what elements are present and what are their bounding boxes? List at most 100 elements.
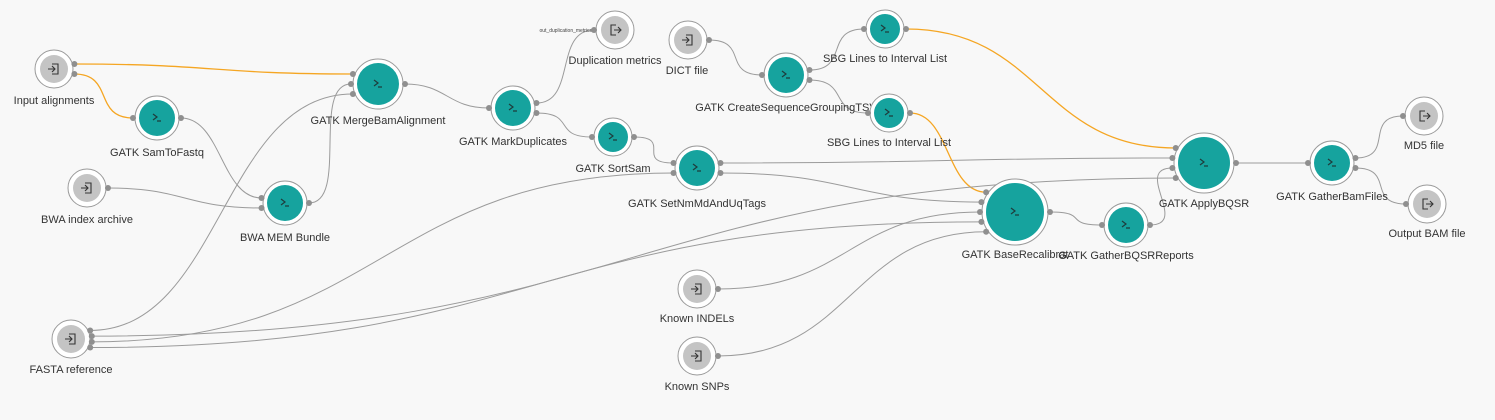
input-port-md5_file[interactable] <box>1400 113 1406 119</box>
input-port-output_bam_file[interactable] <box>1403 201 1409 207</box>
input-port-gatk_markduplicates[interactable] <box>486 105 492 111</box>
node-bwa-mem-bundle[interactable]: BWA MEM Bundle <box>240 180 330 244</box>
output-port-gatk_markduplicates[interactable] <box>533 110 540 116</box>
edge-gatk_markduplicates-to-gatk_sortsam[interactable] <box>536 112 593 138</box>
edge-dict_file-to-gatk_createsequencegroupingtsv[interactable] <box>708 39 763 76</box>
node-gatk-baserecalibrator[interactable]: GATK BaseRecalibrat <box>962 178 1069 261</box>
edge-gatk_setnmmdanduqtags-to-gatk_applybqsr[interactable] <box>720 157 1173 164</box>
input-port-gatk_createsequencegroupingtsv[interactable] <box>759 72 765 78</box>
node-bwa-index-archive[interactable]: BWA index archive <box>41 168 133 226</box>
input-port-gatk_applybqsr[interactable] <box>1172 175 1179 181</box>
input-port-gatk_setnmmdanduqtags[interactable] <box>670 160 677 166</box>
input-port-gatk_applybqsr[interactable] <box>1169 165 1176 171</box>
input-port-gatk_gatherbamfiles[interactable] <box>1305 160 1311 166</box>
node-known-indels[interactable]: Known INDELs <box>660 269 735 325</box>
output-port-known_indels[interactable] <box>715 286 721 292</box>
edge-gatk_createsequencegroupingtsv-to-sbg_lines_2[interactable] <box>809 79 869 114</box>
edge-known_snps-to-gatk_baserecalibrator[interactable] <box>717 231 987 357</box>
output-port-gatk_setnmmdanduqtags[interactable] <box>717 160 724 166</box>
output-port-bwa_index_archive[interactable] <box>105 185 111 191</box>
node-gatk-createsequencegroupingtsv[interactable]: GATK CreateSequenceGroupingTSV <box>695 52 877 114</box>
input-port-gatk_samtofastq[interactable] <box>130 115 136 121</box>
edge-gatk_setnmmdanduqtags-to-gatk_baserecalibrator[interactable] <box>720 172 982 203</box>
input-port-gatk_baserecalibrator[interactable] <box>978 218 985 225</box>
edge-gatk_gatherbamfiles-to-md5_file[interactable] <box>1355 115 1404 159</box>
edge-bwa_index_archive-to-bwa_mem_bundle[interactable] <box>107 187 262 209</box>
input-port-gatk_baserecalibrator[interactable] <box>977 209 983 215</box>
input-port-bwa_mem_bundle[interactable] <box>258 195 265 201</box>
node-dict-file[interactable]: DICT file <box>666 20 709 77</box>
input-port-gatk_mergebamalignment[interactable] <box>348 81 354 87</box>
output-port-gatk_createsequencegroupingtsv[interactable] <box>806 67 813 73</box>
output-port-input_alignments[interactable] <box>71 71 78 77</box>
input-port-gatk_mergebamalignment[interactable] <box>349 91 356 97</box>
output-port-gatk_createsequencegroupingtsv[interactable] <box>806 77 813 83</box>
node-gatk-samtofastq[interactable]: GATK SamToFastq <box>110 95 204 159</box>
output-port-input_alignments[interactable] <box>71 61 78 67</box>
edge-fasta_reference-to-gatk_setnmmdanduqtags[interactable] <box>91 172 674 343</box>
node-gatk-sortsam[interactable]: GATK SortSam <box>576 117 651 175</box>
input-port-duplication_metrics[interactable] <box>591 27 597 33</box>
edge-gatk_createsequencegroupingtsv-to-sbg_lines_1[interactable] <box>809 28 865 71</box>
edge-gatk_gatherbqsrreports-to-gatk_applybqsr[interactable] <box>1149 167 1173 226</box>
input-port-gatk_applybqsr[interactable] <box>1169 155 1176 161</box>
output-port-fasta_reference[interactable] <box>88 333 95 340</box>
edge-sbg_lines_1-to-gatk_applybqsr[interactable] <box>905 28 1176 149</box>
output-port-gatk_gatherbamfiles[interactable] <box>1352 155 1359 161</box>
node-gatk-gatherbqsrreports[interactable]: GATK GatherBQSRReports <box>1058 202 1194 262</box>
output-port-gatk_markduplicates[interactable] <box>533 100 540 106</box>
output-port-known_snps[interactable] <box>715 353 721 359</box>
edge-fasta_reference-to-gatk_mergebamalignment[interactable] <box>90 93 353 331</box>
output-port-sbg_lines_2[interactable] <box>907 110 913 116</box>
input-port-gatk_sortsam[interactable] <box>589 134 595 140</box>
edge-gatk_samtofastq-to-bwa_mem_bundle[interactable] <box>180 117 262 199</box>
node-output-bam-file[interactable]: Output BAM file <box>1388 184 1466 240</box>
node-known-snps[interactable]: Known SNPs <box>665 336 730 393</box>
node-duplication-metrics[interactable]: Duplication metricsout_duplication_metri… <box>539 10 662 67</box>
edge-sbg_lines_2-to-gatk_baserecalibrator[interactable] <box>909 112 987 193</box>
output-port-gatk_setnmmdanduqtags[interactable] <box>717 170 724 176</box>
input-port-gatk_baserecalibrator[interactable] <box>983 228 990 235</box>
input-port-gatk_setnmmdanduqtags[interactable] <box>670 170 677 176</box>
node-gatk-mergebamalignment[interactable]: GATK MergeBamAlignment <box>311 58 446 127</box>
input-port-gatk_applybqsr[interactable] <box>1172 145 1179 151</box>
node-gatk-gatherbamfiles[interactable]: GATK GatherBamFiles <box>1276 140 1388 203</box>
output-port-fasta_reference[interactable] <box>87 344 94 351</box>
output-port-sbg_lines_1[interactable] <box>903 26 909 32</box>
node-md5-file[interactable]: MD5 file <box>1404 96 1444 152</box>
output-port-gatk_baserecalibrator[interactable] <box>1047 209 1053 215</box>
node-fasta-reference[interactable]: FASTA reference <box>30 319 113 376</box>
input-port-gatk_baserecalibrator[interactable] <box>983 189 990 196</box>
edge-fasta_reference-to-gatk_applybqsr[interactable] <box>91 177 1176 337</box>
output-port-gatk_sortsam[interactable] <box>631 134 637 140</box>
output-port-gatk_mergebamalignment[interactable] <box>402 81 408 87</box>
edge-bwa_mem_bundle-to-gatk_mergebamalignment[interactable] <box>308 83 352 204</box>
output-port-gatk_samtofastq[interactable] <box>178 115 184 121</box>
edge-input_alignments-to-gatk_samtofastq[interactable] <box>74 73 134 119</box>
input-port-sbg_lines_2[interactable] <box>865 110 871 116</box>
output-port-fasta_reference[interactable] <box>88 338 95 345</box>
input-port-gatk_gatherbqsrreports[interactable] <box>1099 222 1105 228</box>
node-gatk-applybqsr[interactable]: GATK ApplyBQSR <box>1159 132 1249 210</box>
output-port-dict_file[interactable] <box>706 37 712 43</box>
output-port-gatk_applybqsr[interactable] <box>1233 160 1239 166</box>
edge-gatk_sortsam-to-gatk_setnmmdanduqtags[interactable] <box>633 136 674 164</box>
input-port-gatk_baserecalibrator[interactable] <box>978 199 985 206</box>
node-sbg-lines-2[interactable]: SBG Lines to Interval List <box>827 93 951 149</box>
edge-known_indels-to-gatk_baserecalibrator[interactable] <box>717 211 981 290</box>
output-port-gatk_gatherbqsrreports[interactable] <box>1147 222 1153 228</box>
node-input-alignments[interactable]: Input alignments <box>14 49 95 107</box>
input-port-sbg_lines_1[interactable] <box>861 26 867 32</box>
input-port-gatk_mergebamalignment[interactable] <box>349 71 356 77</box>
node-gatk-markduplicates[interactable]: GATK MarkDuplicates <box>459 85 567 148</box>
edge-gatk_baserecalibrator-to-gatk_gatherbqsrreports[interactable] <box>1049 211 1103 226</box>
edge-gatk_gatherbamfiles-to-output_bam_file[interactable] <box>1355 167 1407 205</box>
input-port-bwa_mem_bundle[interactable] <box>258 205 265 211</box>
edge-gatk_mergebamalignment-to-gatk_markduplicates[interactable] <box>404 83 490 109</box>
edge-gatk_markduplicates-to-duplication_metrics[interactable] <box>536 29 595 104</box>
edge-input_alignments-to-gatk_mergebamalignment[interactable] <box>74 63 353 75</box>
output-port-fasta_reference[interactable] <box>87 327 94 334</box>
node-gatk-setnmmdanduqtags[interactable]: GATK SetNmMdAndUqTags <box>628 145 766 210</box>
output-port-bwa_mem_bundle[interactable] <box>306 200 312 206</box>
